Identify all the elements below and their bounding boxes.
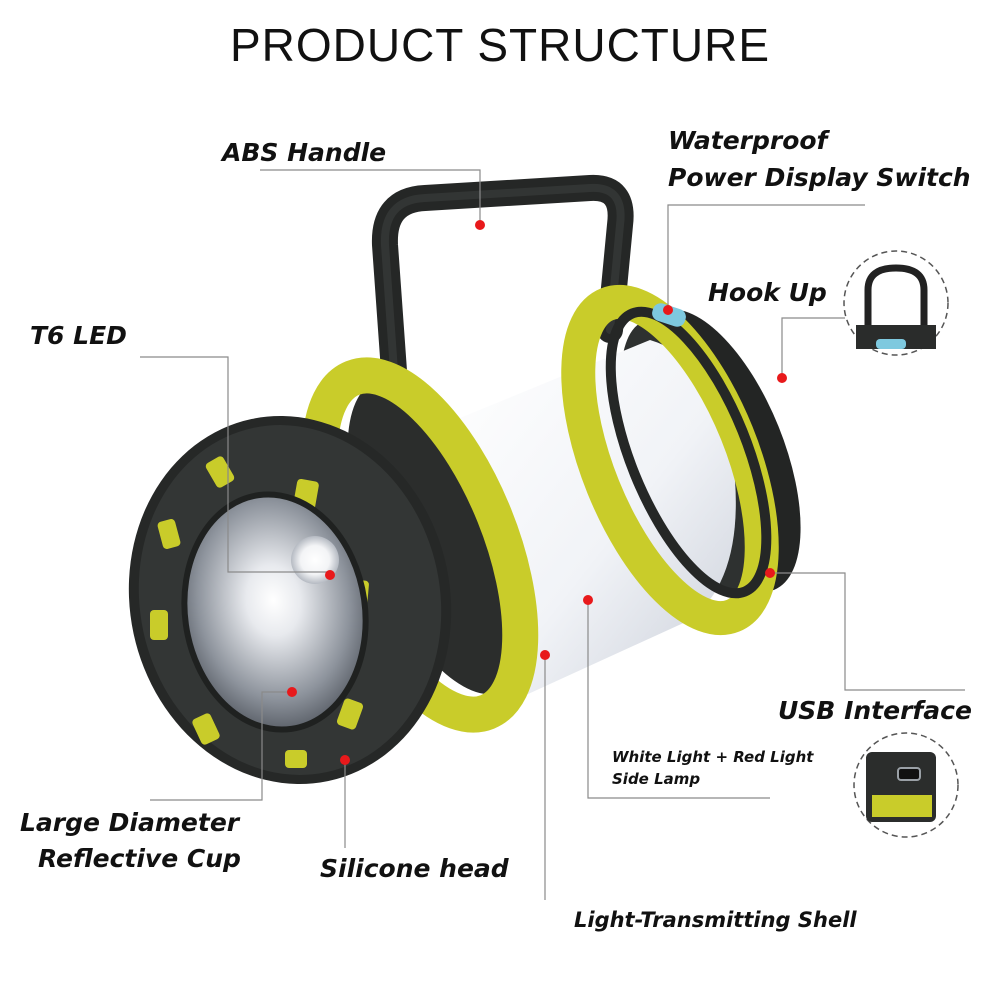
- label-waterproof-line2: Power Display Switch: [668, 163, 971, 192]
- label-abs-handle: ABS Handle: [222, 138, 387, 167]
- hook-detail-circle: [843, 250, 949, 356]
- label-usb-interface: USB Interface: [778, 696, 972, 725]
- label-hook-up: Hook Up: [708, 278, 827, 307]
- label-t6-led: T6 LED: [30, 321, 127, 350]
- label-light-transmitting-shell: Light-Transmitting Shell: [574, 908, 857, 932]
- red-dot-markers: [287, 220, 787, 765]
- label-reflective-cup-line2: Reflective Cup: [38, 844, 241, 873]
- page-title: PRODUCT STRUCTURE: [229, 19, 771, 71]
- label-side-lamp-line1: White Light + Red Light: [612, 748, 814, 766]
- rear-bumper-ring: [561, 284, 779, 636]
- usb-detail-circle: [853, 732, 959, 838]
- power-switch-icon: [652, 303, 686, 327]
- label-side-lamp-line2: Side Lamp: [612, 770, 701, 788]
- label-waterproof-line1: Waterproof: [668, 126, 828, 155]
- label-silicone-head: Silicone head: [320, 854, 509, 883]
- leader-lines: [140, 169, 965, 900]
- label-reflective-cup-line1: Large Diameter: [20, 808, 240, 837]
